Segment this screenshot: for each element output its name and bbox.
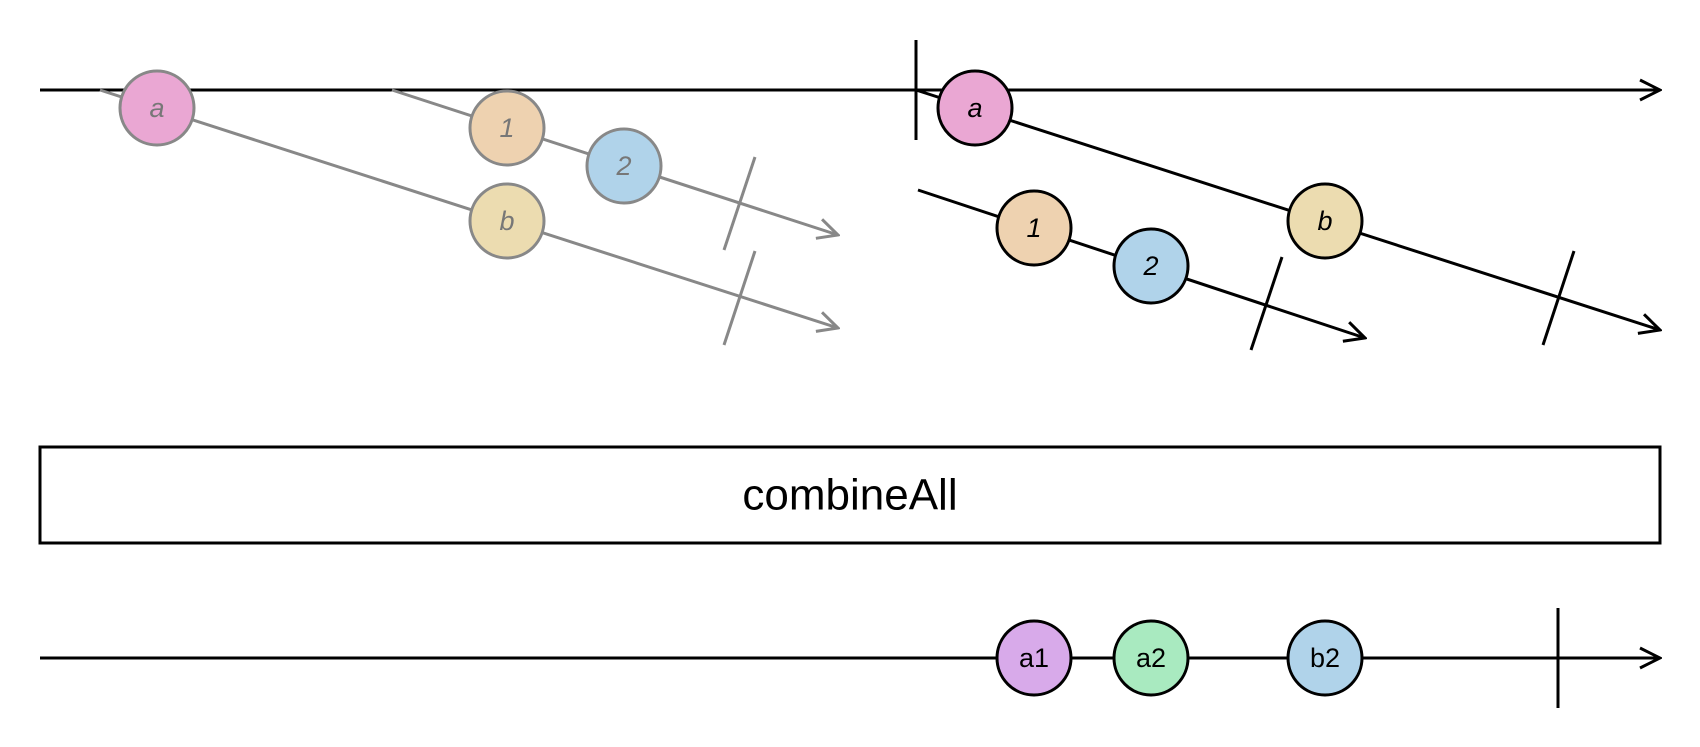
marble-label: a bbox=[967, 93, 982, 123]
marble-label: b2 bbox=[1310, 643, 1340, 673]
marble-label: a bbox=[149, 93, 164, 123]
operator-label: combineAll bbox=[742, 471, 957, 520]
marble-label: 1 bbox=[499, 113, 514, 143]
marble-label: 1 bbox=[1026, 213, 1041, 243]
ghost-marble-1: 1 bbox=[468, 89, 546, 167]
inner-completion-tick bbox=[1541, 250, 1576, 346]
output-marble-b2: b2 bbox=[1286, 619, 1364, 697]
marble-label: a1 bbox=[1019, 643, 1049, 673]
marble-label: b bbox=[499, 206, 514, 236]
marble-a: a bbox=[936, 69, 1014, 147]
marble-circle bbox=[468, 89, 546, 167]
ghost-marble-2: 2 bbox=[585, 127, 663, 205]
ghost-marble-b: b bbox=[468, 182, 546, 260]
marble-label: 2 bbox=[615, 151, 631, 181]
inner-completion-tick bbox=[1249, 256, 1284, 351]
marble-b: b bbox=[1286, 182, 1364, 260]
ghost-inner-observable-a bbox=[99, 88, 838, 346]
marble-circle bbox=[1112, 619, 1190, 697]
marble-circle bbox=[585, 127, 663, 205]
marble-circle bbox=[1286, 182, 1364, 260]
marble-1: 1 bbox=[995, 189, 1073, 267]
marble-2: 2 bbox=[1112, 227, 1190, 305]
output-marble-a1: a1 bbox=[995, 619, 1073, 697]
ghost-completion-tick bbox=[722, 250, 757, 346]
operator-box: combineAll bbox=[38, 445, 1662, 545]
marble-circle bbox=[936, 69, 1014, 147]
marble-circle bbox=[468, 182, 546, 260]
marble-label: b bbox=[1317, 206, 1332, 236]
inner-observable-a bbox=[915, 88, 1660, 346]
output-marble-a2: a2 bbox=[1112, 619, 1190, 697]
marble-circle bbox=[995, 189, 1073, 267]
marble-circle bbox=[995, 619, 1073, 697]
ghost-marble-a: a bbox=[118, 69, 196, 147]
marble-circle bbox=[118, 69, 196, 147]
marble-circle bbox=[1112, 227, 1190, 305]
ghost-completion-tick bbox=[722, 156, 757, 251]
marble-circle bbox=[1286, 619, 1364, 697]
marble-label: 2 bbox=[1142, 251, 1158, 281]
marble-label: a2 bbox=[1136, 643, 1166, 673]
